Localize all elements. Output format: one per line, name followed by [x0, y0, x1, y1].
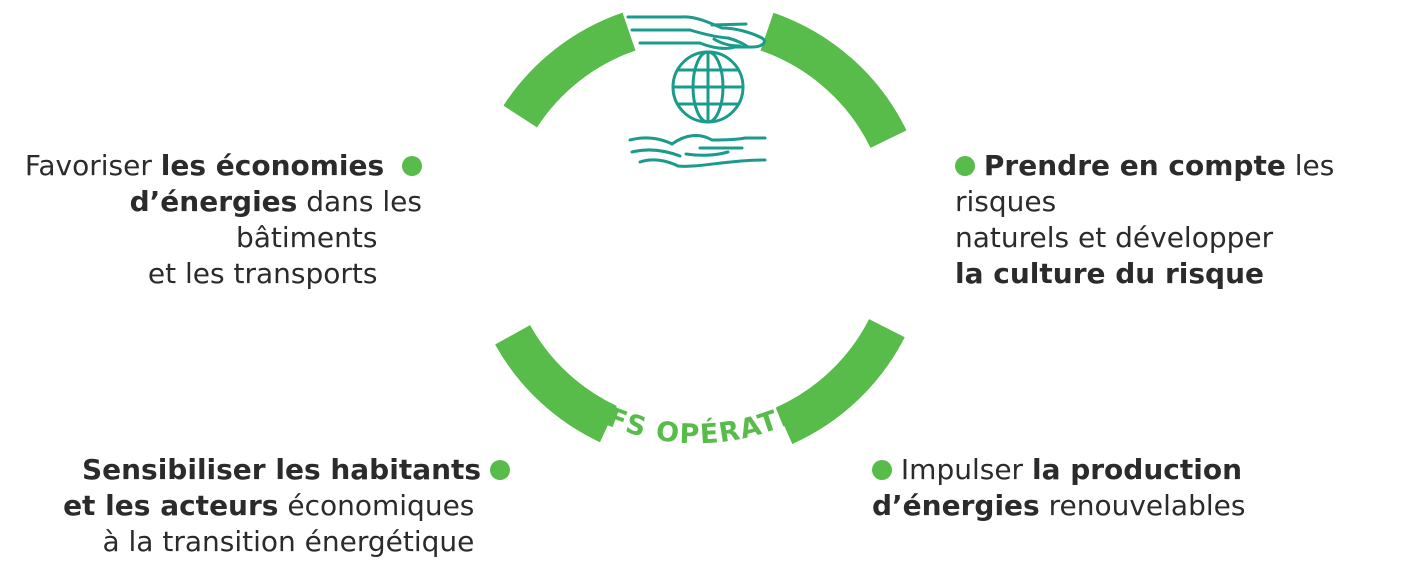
- objective-text: Favoriser: [24, 149, 161, 182]
- objective-text: Impulser: [900, 453, 1032, 486]
- ring-segment-bottom-left: [495, 324, 618, 443]
- objective-text-bold: d’énergies: [872, 489, 1040, 522]
- objective-bottom-right-line1: Impulser la production: [872, 452, 1245, 488]
- top-hand-icon: [626, 15, 766, 50]
- objective-top-left: Favoriser les économies d’énergies dans …: [0, 148, 422, 292]
- objective-top-right-line2: naturels et développer: [955, 220, 1425, 256]
- bullet-dot: [955, 156, 975, 176]
- objective-top-left-line2: d’énergies dans les bâtiments: [0, 184, 422, 256]
- bullet-dot: [872, 460, 892, 480]
- objective-bottom-right: Impulser la production d’énergies renouv…: [872, 452, 1245, 524]
- bullet-dot: [490, 460, 510, 480]
- objective-text: naturels et développer: [955, 221, 1274, 254]
- objective-text-bold: la culture du risque: [955, 257, 1264, 290]
- ring-segment-bottom-right: [775, 318, 905, 444]
- objective-top-right: Prendre en compte les risques naturels e…: [955, 148, 1425, 292]
- objective-text-bold: Prendre en compte: [983, 149, 1286, 182]
- objective-bottom-right-line2: d’énergies renouvelables: [872, 488, 1245, 524]
- ring-segments: [495, 12, 907, 444]
- objective-text: économiques: [278, 489, 475, 522]
- objective-text-bold: les économies: [160, 149, 385, 182]
- objective-text-bold: et les acteurs: [63, 489, 279, 522]
- objective-top-right-line1: Prendre en compte les risques: [955, 148, 1425, 220]
- objective-text: les risques: [955, 149, 1335, 218]
- objective-bottom-left-line2: et les acteurs économiques: [63, 488, 510, 524]
- objective-top-left-line1: Favoriser les économies: [0, 148, 422, 184]
- bottom-hand-icon: [628, 134, 767, 168]
- objective-text-bold: Sensibiliser les habitants: [81, 453, 482, 486]
- objective-text: dans les bâtiments: [235, 185, 422, 254]
- objective-text: et les transports: [147, 257, 378, 290]
- globe-icon: [671, 50, 745, 124]
- objective-text: à la transition énergétique: [102, 525, 475, 558]
- objective-text-bold: d’énergies: [129, 185, 298, 218]
- objective-top-left-line3: et les transports: [0, 256, 422, 292]
- objective-text: renouvelables: [1039, 489, 1246, 522]
- objective-bottom-left-line1: Sensibiliser les habitants: [63, 452, 510, 488]
- objective-text-bold: la production: [1031, 453, 1243, 486]
- hands-globe-icon: [626, 15, 767, 168]
- objective-bottom-left: Sensibiliser les habitants et les acteur…: [63, 452, 510, 560]
- objective-top-right-line3: la culture du risque: [955, 256, 1425, 292]
- ring-segment-top-right: [760, 12, 907, 149]
- objective-bottom-left-line3: à la transition énergétique: [63, 524, 510, 560]
- ring-segment-top-left: [503, 12, 636, 128]
- bullet-dot: [402, 156, 422, 176]
